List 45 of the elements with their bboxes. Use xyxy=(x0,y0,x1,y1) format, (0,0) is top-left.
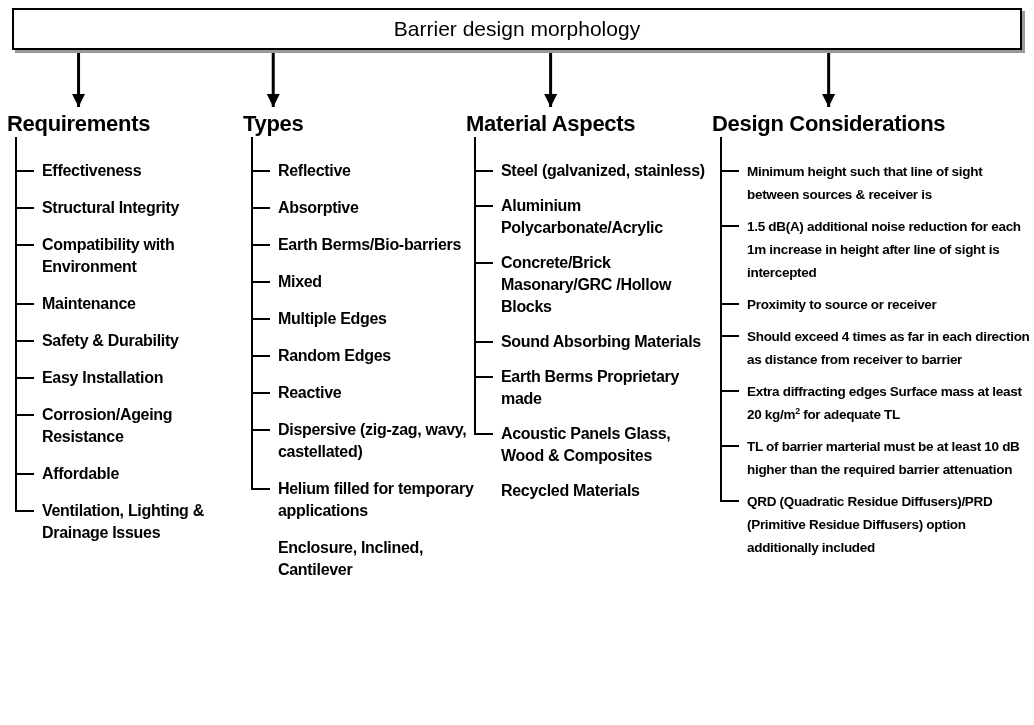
list-item: Reflective xyxy=(278,160,478,182)
arrow xyxy=(821,50,836,107)
column-heading: Requirements xyxy=(7,111,151,137)
list-item: Earth Berms Proprietary made xyxy=(501,366,706,410)
title-box: Barrier design morphology xyxy=(12,8,1022,50)
list-item: Compatibility with Environment xyxy=(42,234,237,278)
list-item: 1.5 dB(A) additional noise reduction for each 1m increase in height after line of sight is intercepted xyxy=(747,215,1032,284)
list-item: Easy Installation xyxy=(42,367,237,389)
list-item: Sound Absorbing Materials xyxy=(501,331,706,353)
list-item: Earth Berms/Bio-barriers xyxy=(278,234,478,256)
list-item: Helium filled for temporary applications xyxy=(278,478,478,522)
list-item: Acoustic Panels Glass, Wood & Composites xyxy=(501,423,706,467)
tree-connector xyxy=(474,136,494,435)
list-item: Random Edges xyxy=(278,345,478,367)
tree-connector xyxy=(720,136,740,502)
list-item: Affordable xyxy=(42,463,237,485)
list-item: Dispersive (zig-zag, wavy, castellated) xyxy=(278,419,478,463)
list-item: Aluminium Polycarbonate/Acrylic xyxy=(501,195,706,239)
list-item: Structural Integrity xyxy=(42,197,237,219)
list-item: TL of barrier marterial must be at least 10 dB higher than the required barrier attenuation xyxy=(747,435,1032,481)
list-item: Ventilation, Lighting & Drainage Issues xyxy=(42,500,237,544)
list-item: Should exceed 4 times as far in each direction as distance from receiver to barrier xyxy=(747,325,1032,371)
list-item: Recycled Materials xyxy=(501,480,706,502)
list-item: Steel (galvanized, stainless) xyxy=(501,160,706,182)
list-item: Minimum height such that line of sight between sources & receiver is xyxy=(747,160,1032,206)
arrow xyxy=(71,50,86,107)
list-item: QRD (Quadratic Residue Diffusers)/PRD (Primitive Residue Diffusers) option additionally included xyxy=(747,490,1032,559)
list-item: Maintenance xyxy=(42,293,237,315)
list-item: Multiple Edges xyxy=(278,308,478,330)
column-heading: Types xyxy=(243,111,304,137)
list-item: Corrosion/Ageing Resistance xyxy=(42,404,237,448)
list-item: Extra diffracting edges Surface mass at least 20 kg/m$^{2}$ for adequate TL xyxy=(747,380,1032,426)
arrow xyxy=(543,50,558,107)
list-item: Absorptive xyxy=(278,197,478,219)
list-item: Concrete/Brick Masonary/GRC /Hollow Blocks xyxy=(501,252,706,318)
column-heading: Material Aspects xyxy=(466,111,636,137)
column-heading: Design Considerations xyxy=(712,111,946,137)
tree-connector xyxy=(251,136,271,490)
list-item: Mixed xyxy=(278,271,478,293)
list-item: Proximity to source or receiver xyxy=(747,293,1032,316)
list-item: Enclosure, Inclined, Cantilever xyxy=(278,537,478,581)
arrow xyxy=(266,50,280,107)
list-item: Safety & Durability xyxy=(42,330,237,352)
list-item: Reactive xyxy=(278,382,478,404)
list-item: Effectiveness xyxy=(42,160,237,182)
